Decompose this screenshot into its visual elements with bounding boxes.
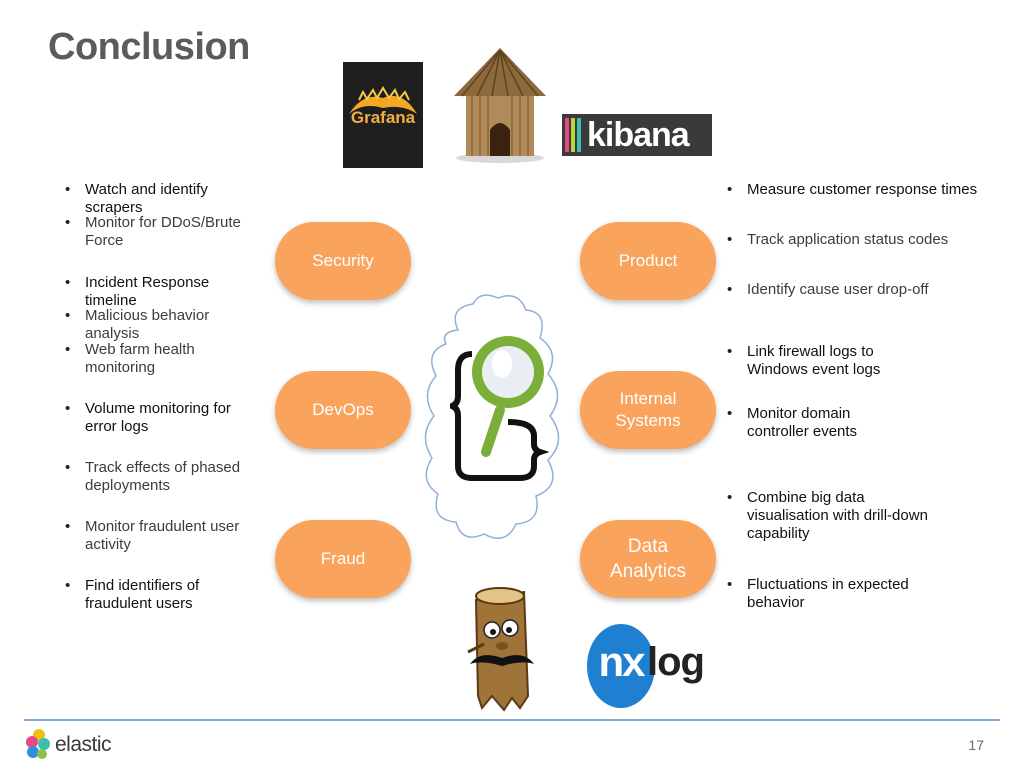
devops-label: DevOps bbox=[312, 400, 374, 419]
elastic-logo bbox=[25, 728, 51, 760]
footer-divider bbox=[24, 719, 1000, 721]
nxlog-log-wordmark: log bbox=[647, 640, 705, 684]
data-analytics-label-line2: Analytics bbox=[609, 561, 687, 582]
hut-icon bbox=[452, 46, 548, 164]
bullet-malicious-behavior: Malicious behavior analysis bbox=[61, 307, 255, 343]
bullet-big-data: Combine big data visualisation with dril… bbox=[723, 489, 937, 543]
internal-systems-pill: Internal Systems bbox=[580, 371, 716, 449]
fraud-label: Fraud bbox=[320, 549, 366, 568]
slide-title: Conclusion bbox=[48, 26, 250, 68]
product-label: Product bbox=[618, 251, 678, 270]
bullet-domain-controller: Monitor domain controller events bbox=[723, 405, 907, 441]
security-pill: Security bbox=[275, 222, 411, 300]
data-analytics-label-line1: Data bbox=[627, 536, 669, 557]
devops-pill: DevOps bbox=[275, 371, 411, 449]
kibana-wordmark: kibana bbox=[587, 116, 690, 154]
bullet-fraudulent-activity: Monitor fraudulent user activity bbox=[61, 518, 275, 554]
nxlog-nx-mark: nx bbox=[598, 638, 645, 685]
elastic-wordmark: elastic bbox=[55, 733, 112, 756]
grafana-wordmark: Grafana bbox=[350, 108, 416, 127]
bullet-volume-monitoring: Volume monitoring for error logs bbox=[61, 400, 265, 436]
bullet-phased-deployments: Track effects of phased deployments bbox=[61, 459, 265, 495]
kibana-logo: kibana bbox=[562, 114, 712, 156]
grafana-logo: Grafana bbox=[343, 62, 423, 168]
bullet-user-dropoff: Identify cause user drop-off bbox=[723, 281, 947, 299]
bullet-incident-response: Incident Response timeline bbox=[61, 274, 255, 310]
log-mascot-icon bbox=[462, 586, 538, 714]
bullet-customer-response: Measure customer response times bbox=[723, 181, 1024, 199]
bullet-fraud-identifiers: Find identifiers of fraudulent users bbox=[61, 577, 255, 613]
bullet-fluctuations: Fluctuations in expected behavior bbox=[723, 576, 947, 612]
internal-systems-label-line2: Systems bbox=[615, 411, 681, 430]
bullet-monitor-ddos: Monitor for DDoS/Brute Force bbox=[61, 214, 265, 250]
grafana-flame-icon bbox=[349, 86, 417, 114]
page-number: 17 bbox=[968, 737, 984, 753]
product-pill: Product bbox=[580, 222, 716, 300]
data-analytics-pill: Data Analytics bbox=[580, 520, 716, 598]
security-label: Security bbox=[312, 251, 374, 270]
nxlog-circle-icon bbox=[587, 624, 655, 708]
bullet-watch-scrapers: Watch and identify scrapers bbox=[61, 181, 255, 217]
nxlog-logo: nx log bbox=[575, 616, 715, 712]
bullet-firewall-logs: Link firewall logs to Windows event logs bbox=[723, 343, 927, 379]
internal-systems-label-line1: Internal bbox=[619, 389, 677, 408]
magnifier-icon bbox=[442, 326, 550, 486]
kibana-color-bars-icon bbox=[565, 118, 585, 152]
bullet-web-farm: Web farm health monitoring bbox=[61, 341, 255, 377]
bullet-status-codes: Track application status codes bbox=[723, 231, 1024, 249]
fraud-pill: Fraud bbox=[275, 520, 411, 598]
